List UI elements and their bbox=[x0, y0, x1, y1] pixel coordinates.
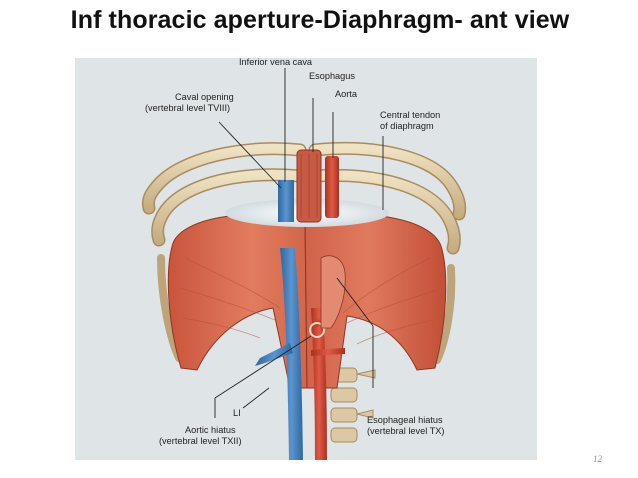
anatomy-drawing bbox=[141, 68, 467, 460]
slide-title: Inf thoracic aperture-Diaphragm- ant vie… bbox=[70, 6, 570, 34]
label-caval-opening-level: (vertebral level TVIII) bbox=[145, 103, 231, 113]
label-l1: LI bbox=[233, 408, 241, 418]
label-aorta: Aorta bbox=[335, 89, 357, 99]
label-aortic-hiatus-level: (vertebral level TXII) bbox=[159, 436, 242, 446]
label-central-tendon-2: of diaphragm bbox=[380, 121, 434, 131]
inferior-vena-cava bbox=[280, 248, 303, 460]
aorta-upper bbox=[325, 156, 339, 218]
label-caval-opening: Caval opening bbox=[175, 92, 234, 102]
page-number: 12 bbox=[593, 454, 602, 464]
esophageal-hiatus bbox=[320, 255, 346, 329]
diaphragm-muscle bbox=[167, 213, 447, 389]
label-esophagus: Esophagus bbox=[309, 71, 355, 81]
renal-artery bbox=[311, 348, 345, 356]
label-esophageal-hiatus-level: (vertebral level TX) bbox=[367, 426, 445, 436]
label-inferior-vena-cava: Inferior vena cava bbox=[239, 57, 313, 67]
leader-lines bbox=[214, 68, 384, 418]
diaphragm-illustration: Inferior vena cava Esophagus Aorta Caval… bbox=[75, 57, 537, 460]
label-central-tendon: Central tendon bbox=[380, 110, 441, 120]
label-esophageal-hiatus: Esophageal hiatus bbox=[367, 415, 443, 425]
renal-vein bbox=[255, 343, 293, 366]
celiac-trunk bbox=[309, 322, 325, 338]
abdominal-aorta bbox=[311, 308, 327, 460]
ribs bbox=[141, 142, 467, 364]
label-aortic-hiatus: Aortic hiatus bbox=[185, 425, 236, 435]
inferior-vena-cava-upper bbox=[278, 180, 294, 222]
